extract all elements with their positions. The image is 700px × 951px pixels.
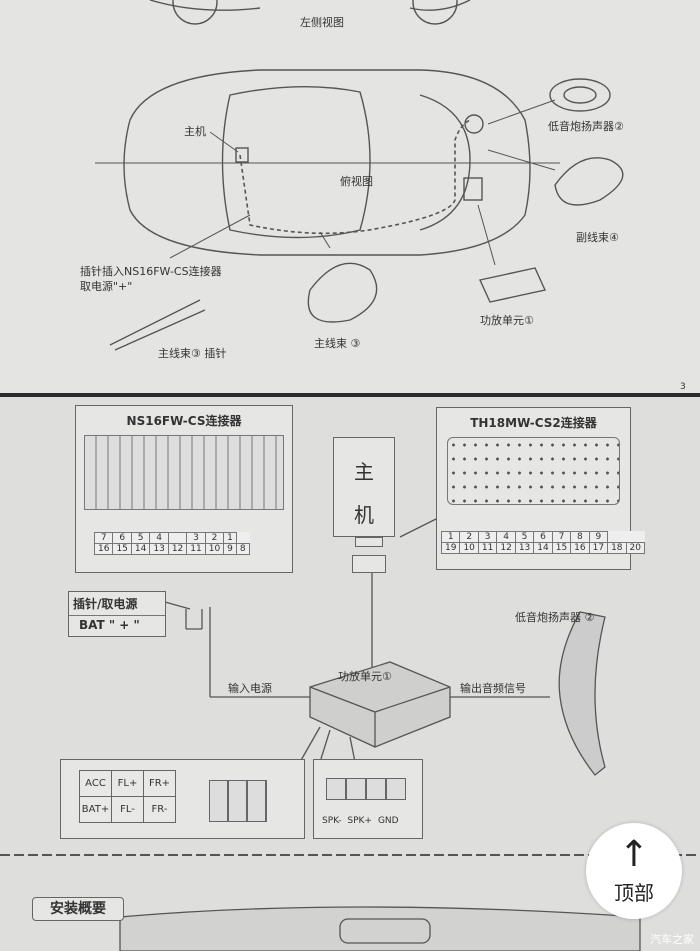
pin-cell: 12 xyxy=(167,543,188,555)
pin-insert-note-line1: 插针插入NS16FW-CS连接器 xyxy=(80,265,222,278)
speaker-plug-icon xyxy=(326,778,406,800)
power-plug-icon xyxy=(209,780,267,822)
speaker-connector-panel: SPK- SPK+ GND xyxy=(313,759,423,839)
speaker-pin-label: SPK- xyxy=(322,816,342,826)
main-harness-label: 主线束 ③ xyxy=(314,337,361,350)
pin-power-box: 插针/取电源 BAT " + " xyxy=(68,591,166,637)
th-connector-title: TH18MW-CS2连接器 xyxy=(470,416,597,430)
pin-cell: 7 xyxy=(93,532,114,544)
host-plug xyxy=(355,537,383,547)
pin-cell: 15 xyxy=(112,543,132,555)
section-title: 安装概要 xyxy=(32,897,124,921)
host-char-2: 机 xyxy=(354,503,374,527)
pin-cell xyxy=(167,532,188,544)
pin-cell: 8 xyxy=(235,543,250,555)
pin-cell: 1 xyxy=(440,531,461,543)
pin-cell: 2 xyxy=(204,532,225,544)
pin-cell: 2 xyxy=(459,531,479,543)
pin-cell: 14 xyxy=(533,542,553,554)
pin-cell: 20 xyxy=(625,542,645,554)
wiring-diagram xyxy=(0,516,700,951)
top-button-label: 顶部 xyxy=(614,881,654,905)
pin-cell: 7 xyxy=(551,531,572,543)
pin-cell: 1 xyxy=(223,532,237,544)
pin-cell: 10 xyxy=(204,543,225,555)
page-number: 3 xyxy=(680,382,686,392)
subwoofer-label: 低音炮扬声器② xyxy=(548,120,624,133)
pin-cell: FR+ xyxy=(143,770,176,797)
pin-cell: 4 xyxy=(149,532,169,544)
ns-connector-title: NS16FW-CS连接器 xyxy=(126,414,242,428)
host-connector xyxy=(352,555,386,573)
speaker-pin-label: GND xyxy=(377,816,399,826)
pin-cell: 6 xyxy=(533,531,553,543)
speaker-pin-labels: SPK- SPK+ GND xyxy=(322,816,399,826)
pin-cell: 6 xyxy=(112,532,132,544)
back-to-top-button[interactable]: ↑ 顶部 xyxy=(586,823,682,919)
pin-cell: 9 xyxy=(223,543,237,555)
pin-cell: 3 xyxy=(477,531,498,543)
pin-cell: 11 xyxy=(477,542,498,554)
input-power-label: 输入电源 xyxy=(228,682,272,695)
pin-cell: 14 xyxy=(130,543,151,555)
pin-power-title: 插针/取电源 xyxy=(69,592,165,616)
pin-cell: 8 xyxy=(570,531,590,543)
main-harness-pin-label: 主线束③ 插针 xyxy=(158,347,227,360)
host-label: 主机 xyxy=(184,125,206,138)
pin-cell: 5 xyxy=(514,531,535,543)
pin-cell: 12 xyxy=(496,542,516,554)
pin-insert-note-line2: 取电源"+" xyxy=(80,280,133,293)
sub-harness-label: 副线束④ xyxy=(576,231,619,244)
pin-cell: FR- xyxy=(143,796,176,823)
car-top-view-diagram xyxy=(95,0,624,351)
ns-connector-drawing xyxy=(84,435,284,510)
pin-cell: 4 xyxy=(496,531,516,543)
th-connector-drawing xyxy=(447,437,620,505)
pin-cell: 3 xyxy=(186,532,206,544)
pin-cell: BAT+ xyxy=(79,796,112,823)
host-char-1: 主 xyxy=(354,460,374,484)
pin-cell: 9 xyxy=(588,531,609,543)
speaker-pin-label: SPK+ xyxy=(347,816,372,826)
manual-page-top: 左侧视图 主机 俯视图 低音炮扬声器② 副线束④ 插针插入NS16FW-CS连接… xyxy=(0,0,700,393)
top-view-label: 俯视图 xyxy=(340,175,373,188)
watermark: 汽车之家 xyxy=(650,933,694,946)
pin-cell: 11 xyxy=(186,543,206,555)
pin-cell: 5 xyxy=(130,532,151,544)
pin-cell: FL+ xyxy=(111,770,144,797)
side-view-label: 左侧视图 xyxy=(300,16,344,29)
pin-power-value: BAT " + " xyxy=(79,618,140,632)
arrow-up-icon: ↑ xyxy=(618,834,650,875)
pin-cell: 15 xyxy=(551,542,572,554)
pin-cell: 17 xyxy=(588,542,609,554)
output-audio-label: 输出音频信号 xyxy=(460,682,526,695)
pin-cell: ACC xyxy=(79,770,112,797)
subwoofer-label: 低音炮扬声器 ② xyxy=(515,611,595,624)
pin-cell: 19 xyxy=(440,542,461,554)
pin-cell: 16 xyxy=(570,542,590,554)
amp-label: 功放单元① xyxy=(338,670,392,683)
pin-cell: FL- xyxy=(111,796,144,823)
amp-label: 功放单元① xyxy=(480,314,534,327)
pin-cell: 13 xyxy=(149,543,169,555)
pin-cell: 13 xyxy=(514,542,535,554)
pin-cell: 10 xyxy=(459,542,479,554)
pin-cell: 16 xyxy=(93,543,114,555)
host-unit-box: 主 机 xyxy=(333,437,395,537)
pin-cell: 18 xyxy=(607,542,627,554)
